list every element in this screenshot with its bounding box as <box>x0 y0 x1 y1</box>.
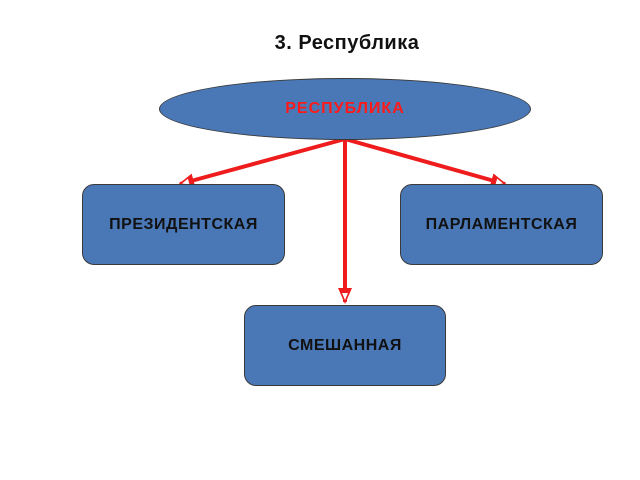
node-parliamentary: ПАРЛАМЕНТСКАЯ <box>400 184 603 265</box>
root-node-republic: РЕСПУБЛИКА <box>159 78 531 140</box>
node-mixed-label: СМЕШАННАЯ <box>288 336 402 354</box>
root-node-label: РЕСПУБЛИКА <box>285 100 405 117</box>
arrow-to-parliamentary <box>344 137 507 187</box>
node-presidential: ПРЕЗИДЕНТСКАЯ <box>82 184 285 265</box>
arrow-to-presidential <box>178 137 346 188</box>
node-mixed: СМЕШАННАЯ <box>244 305 446 386</box>
node-presidential-label: ПРЕЗИДЕНТСКАЯ <box>109 215 258 233</box>
slide-title: 3. Республика <box>274 32 420 54</box>
node-parliamentary-label: ПАРЛАМЕНТСКАЯ <box>425 215 578 233</box>
